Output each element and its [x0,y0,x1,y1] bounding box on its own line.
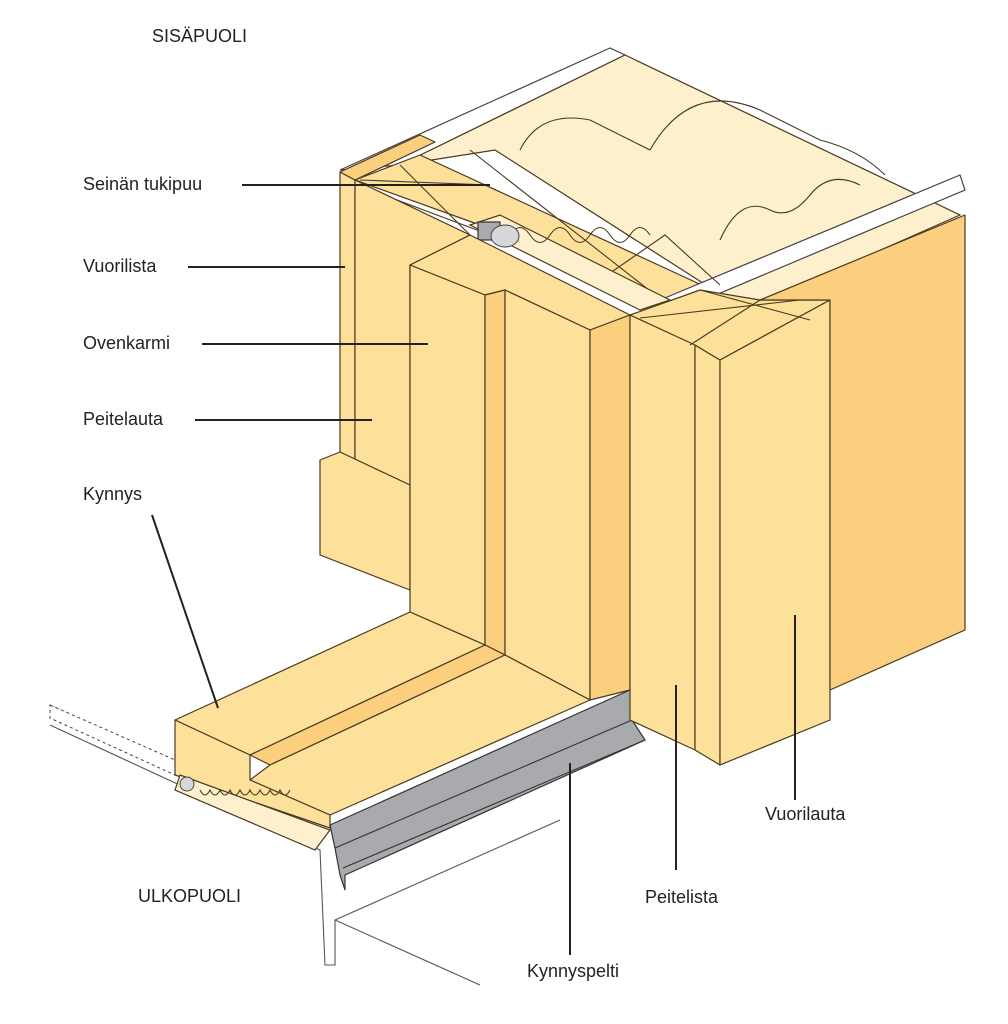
label-vuorilauta: Vuorilauta [765,804,846,824]
label-ovenkarmi: Ovenkarmi [83,333,171,353]
vuorilista [339,171,356,461]
floor-hatch [49,704,176,776]
leader-lines [151,184,796,955]
outside-label: ULKOPUOLI [138,886,242,906]
label-peitelauta: Peitelauta [83,409,164,429]
backer-rod-circle [490,224,520,248]
vuorilauta [629,214,966,766]
kynnys [174,611,591,851]
peitelista [629,314,721,766]
label-seinan-tukipuu: Seinän tukipuu [83,174,203,194]
label-peitelista: Peitelista [645,887,719,907]
ovenkarmi [409,234,631,701]
label-kynnyspelti: Kynnyspelti [527,961,620,981]
inside-label: SISÄPUOLI [152,26,248,46]
label-kynnys: Kynnys [83,484,143,504]
label-vuorilista: Vuorilista [83,256,157,276]
